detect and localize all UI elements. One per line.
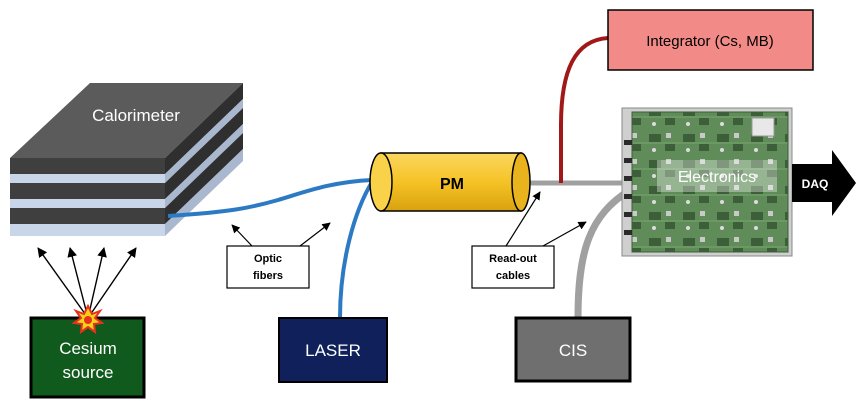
- optic-label-line1: Optic: [254, 253, 282, 265]
- integrator-cable: [559, 36, 609, 183]
- integrator-box: Integrator (Cs, MB): [607, 9, 814, 71]
- calorimeter-stripe-3: [10, 224, 165, 236]
- laser-fiber: [338, 180, 374, 319]
- calorimeter-stripe-1: [10, 174, 165, 183]
- pm-label: PM: [440, 176, 464, 193]
- readout-cables-callout: Read-out cables: [471, 191, 587, 289]
- readout-label-line1: Read-out: [489, 253, 537, 265]
- optic-fibers-callout: Optic fibers: [226, 222, 331, 289]
- daq-arrow: DAQ: [792, 150, 856, 216]
- daq-label: DAQ: [802, 177, 829, 191]
- integrator-label: Integrator (Cs, MB): [646, 33, 774, 50]
- electronics-label: Electronics: [678, 169, 756, 186]
- calorimeter-layer-3: [10, 208, 165, 224]
- cesium-source-box: Cesium source: [29, 316, 146, 399]
- optic-label-line2: fibers: [253, 270, 283, 282]
- readout-cable-cis: [574, 187, 632, 319]
- radiation-burst-icon: [71, 303, 105, 335]
- optic-fiber-calorimeter: [167, 178, 373, 218]
- cesium-label-line1: Cesium: [59, 339, 117, 358]
- photomultiplier: PM: [369, 152, 531, 212]
- cis-box: CIS: [514, 316, 632, 383]
- calorimeter-layer-2: [10, 183, 165, 199]
- calorimeter-top-face: [10, 83, 243, 158]
- cesium-arrows: [37, 247, 137, 319]
- calorimeter-layer-1: [10, 158, 165, 174]
- electronics-board: Electronics: [621, 107, 793, 257]
- calorimeter-stripe-2: [10, 199, 165, 208]
- calorimeter-block: Calorimeter: [10, 83, 243, 236]
- calorimeter-label: Calorimeter: [92, 106, 180, 125]
- board-connectors: [624, 140, 632, 235]
- laser-label: LASER: [305, 341, 361, 360]
- cesium-label-line2: source: [62, 363, 113, 382]
- laser-box: LASER: [278, 317, 388, 383]
- cis-label: CIS: [559, 341, 587, 360]
- readout-label-line2: cables: [496, 270, 530, 282]
